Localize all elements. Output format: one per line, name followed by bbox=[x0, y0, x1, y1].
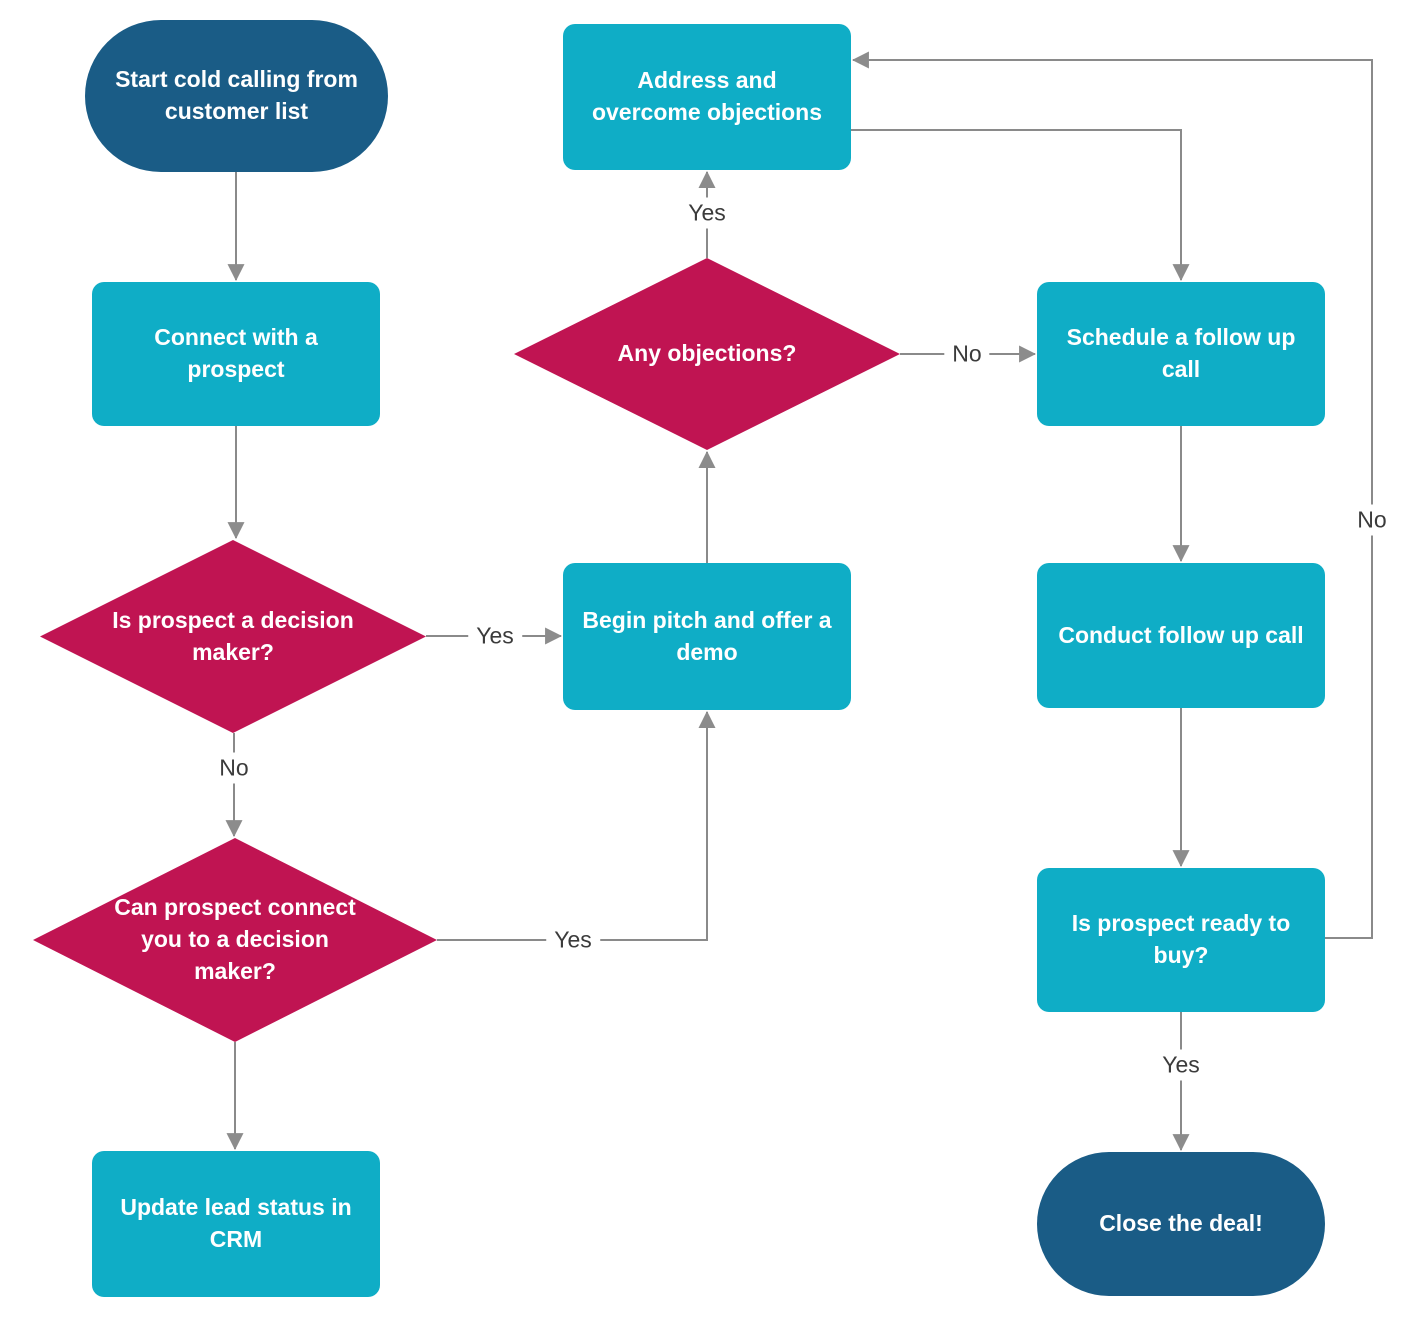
node-update-crm-label: Update lead status in CRM bbox=[120, 1194, 352, 1252]
node-address-objections: Address and overcome objections bbox=[563, 24, 851, 170]
edge-address-to-schedule bbox=[851, 129, 1190, 282]
node-close-deal-label: Close the deal! bbox=[1099, 1210, 1263, 1237]
node-start: Start cold calling from customer list bbox=[85, 20, 388, 172]
edge-cc-yes-to-pitch bbox=[437, 710, 716, 941]
node-close-deal: Close the deal! bbox=[1037, 1152, 1325, 1296]
node-connect-prospect-label: Connect with a prospect bbox=[154, 324, 318, 382]
edge-label-dm-no: No bbox=[211, 752, 257, 784]
edge-label-ready-yes: Yes bbox=[1154, 1049, 1208, 1081]
edge-label-objections-no: No bbox=[944, 338, 990, 370]
node-start-label: Start cold calling from customer list bbox=[115, 66, 358, 124]
node-update-crm: Update lead status in CRM bbox=[92, 1151, 380, 1297]
edge-label-ready-no: No bbox=[1349, 504, 1395, 536]
node-begin-pitch: Begin pitch and offer a demo bbox=[563, 563, 851, 710]
node-any-objections-label: Any objections? bbox=[617, 340, 797, 367]
node-conduct-followup-label: Conduct follow up call bbox=[1058, 621, 1304, 648]
node-ready-to-buy: Is prospect ready to buy? bbox=[1037, 868, 1325, 1012]
node-connect-prospect: Connect with a prospect bbox=[92, 282, 380, 426]
edge-label-cc-yes: Yes bbox=[546, 924, 600, 956]
node-ready-to-buy-label: Is prospect ready to buy? bbox=[1071, 910, 1291, 968]
edge-ready-no-to-address bbox=[851, 51, 1373, 939]
node-is-decision-maker-label: Is prospect a decision maker? bbox=[112, 606, 354, 665]
node-schedule-followup-label: Schedule a follow up call bbox=[1066, 324, 1296, 382]
node-schedule-followup: Schedule a follow up call bbox=[1037, 282, 1325, 426]
edge-label-objections-yes: Yes bbox=[680, 197, 734, 229]
node-begin-pitch-label: Begin pitch and offer a demo bbox=[582, 606, 832, 665]
node-conduct-followup: Conduct follow up call bbox=[1037, 563, 1325, 708]
node-address-objections-label: Address and overcome objections bbox=[591, 67, 823, 125]
edge-label-dm-yes: Yes bbox=[468, 620, 522, 652]
node-can-connect-label: Can prospect connect you to a decision m… bbox=[114, 894, 356, 984]
